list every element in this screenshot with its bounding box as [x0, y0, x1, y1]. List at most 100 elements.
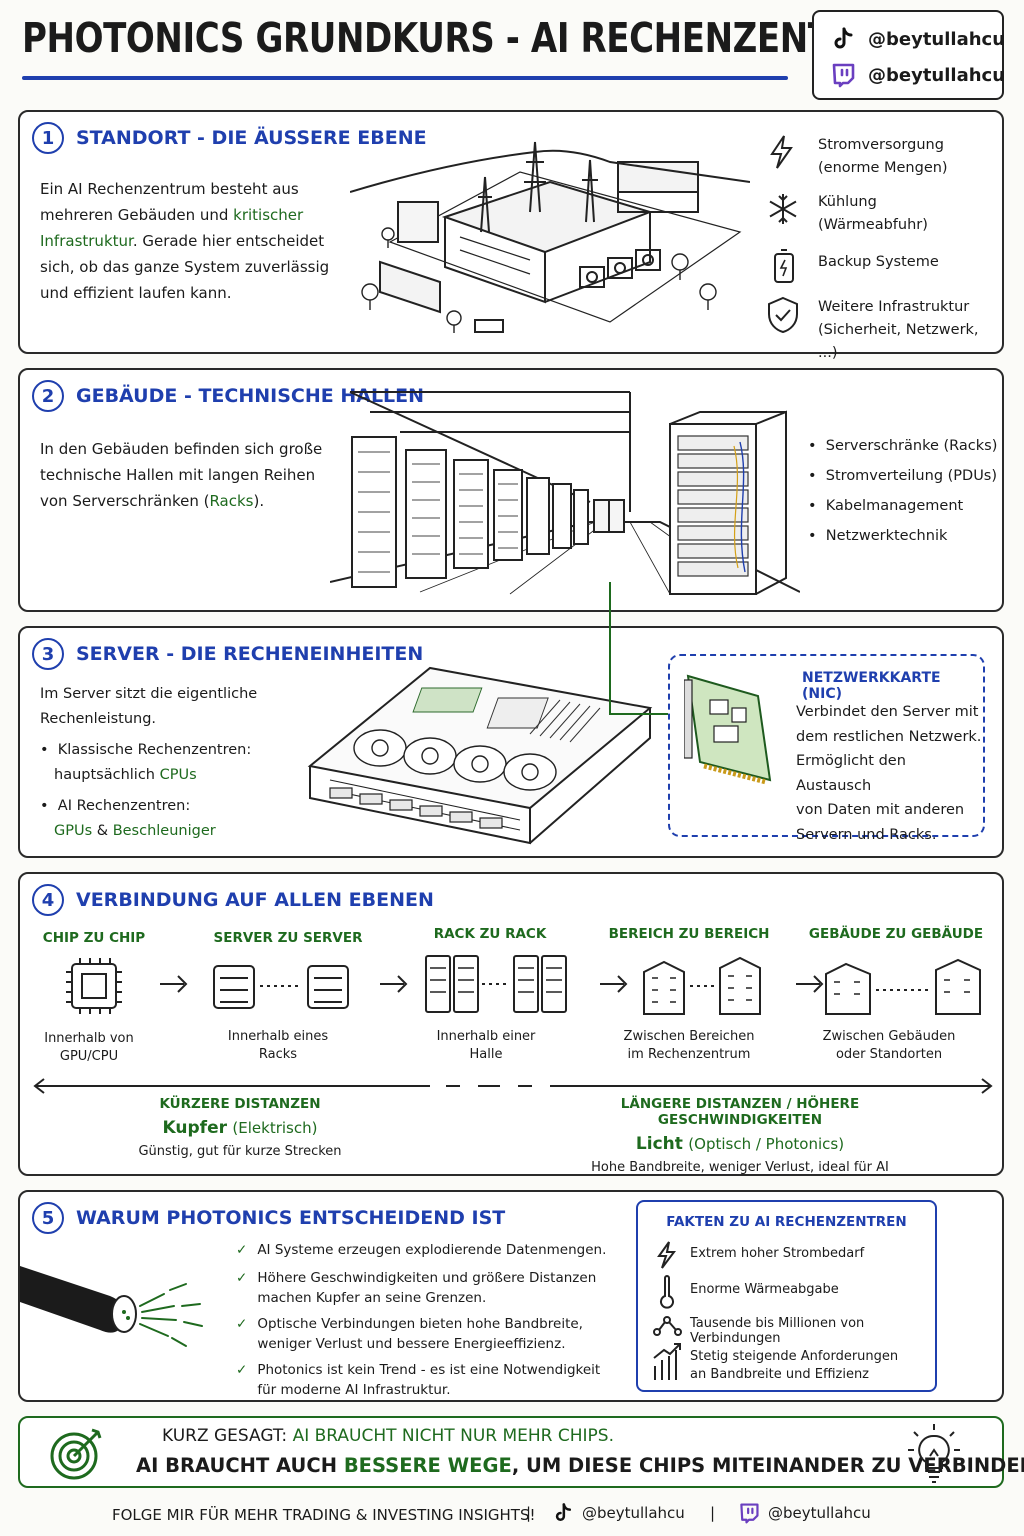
- footer: FOLGE MIR FÜR MEHR TRADING & INVESTING I…: [0, 1500, 1024, 1532]
- section-number: 5: [32, 1202, 64, 1234]
- reason-item: ✓Höhere Geschwindigkeiten und größere Di…: [236, 1270, 597, 1306]
- fact-item: Tausende bis Millionen von Verbindungen: [690, 1316, 865, 1346]
- page-title: PHOTONICS GRUNDKURS - AI RECHENZENTREN: [22, 14, 908, 62]
- lightning-icon: [657, 1241, 676, 1269]
- section-1-text: Ein AI Rechenzentrum besteht aus mehrere…: [40, 176, 329, 306]
- text-line: Ein AI Rechenzentrum besteht aus: [40, 180, 299, 198]
- footer-twitch[interactable]: @beytullahcu: [738, 1502, 871, 1524]
- conclusion-box: KURZ GESAGT: AI BRAUCHT NICHT NUR MEHR C…: [18, 1416, 1024, 1488]
- section-1-heading: 1 STANDORT - DIE ÄUSSERE EBENE: [32, 122, 427, 154]
- infrastructure-item: [766, 296, 800, 338]
- conclusion-line-2: AI BRAUCHT AUCH BESSERE WEGE, UM DIESE C…: [136, 1454, 1024, 1477]
- section-2-text: In den Gebäuden befinden sich große tech…: [40, 436, 322, 514]
- section-gebaeude: 2 GEBÄUDE - TECHNISCHE HALLEN In den Geb…: [18, 368, 1004, 612]
- bullet-classic: • Klassische Rechenzentren:: [40, 742, 252, 758]
- nic-info-box: NETZWERKKARTE (NIC) Verbindet den Server…: [668, 654, 985, 843]
- check-icon: ✓: [236, 1362, 248, 1378]
- reason-item: ✓Photonics ist kein Trend - es ist eine …: [236, 1362, 601, 1398]
- check-icon: ✓: [236, 1270, 248, 1286]
- bullet-ai: • AI Rechenzentren:: [40, 798, 191, 814]
- text-line: hauptsächlich CPUs: [54, 767, 197, 783]
- social-box: @beytullahcu @beytullahcu: [812, 10, 1005, 100]
- distance-arrow: [33, 1078, 993, 1094]
- section-verbindung: 4 VERBINDUNG AUF ALLEN EBENEN CHIP ZU CH…: [18, 872, 1004, 1176]
- text-line: Infrastruktur. Gerade hier entscheidet: [40, 232, 325, 250]
- text-line: Rechenleistung.: [40, 711, 157, 727]
- snowflake-icon: [769, 194, 797, 224]
- social-twitch[interactable]: @beytullahcu: [830, 62, 1005, 88]
- infrastructure-item: [766, 192, 800, 230]
- target-icon: [50, 1428, 102, 1480]
- bullet-item: • Kabelmanagement: [808, 498, 964, 514]
- lightning-icon: [770, 135, 793, 169]
- section-standort: 1 STANDORT - DIE ÄUSSERE EBENE Ein AI Re…: [18, 110, 1004, 361]
- footer-divider: |: [710, 1504, 716, 1522]
- lightbulb-icon: [908, 1424, 960, 1483]
- section-number: 4: [32, 884, 64, 916]
- reason-item: ✓Optische Verbindungen bieten hohe Bandb…: [236, 1316, 583, 1352]
- twitch-handle: @beytullahcu: [768, 1504, 871, 1522]
- text-line: von Serverschränken (Racks).: [40, 492, 265, 510]
- text-line: sich, ob das ganze System zuverlässig: [40, 258, 330, 276]
- tiktok-icon: [555, 1503, 572, 1522]
- level-label: RACK ZU RACK: [433, 926, 547, 942]
- fact-item: Extrem hoher Strombedarf: [690, 1246, 865, 1261]
- text-line: technische Hallen mit langen Reihen: [40, 466, 316, 484]
- server-illustration: [307, 666, 653, 845]
- social-tiktok[interactable]: @beytullahcu: [830, 26, 1005, 52]
- text-line: Im Server sitzt die eigentliche: [40, 686, 258, 702]
- title-underline: [22, 76, 788, 80]
- text-line: mehreren Gebäuden und kritischer: [40, 206, 304, 224]
- bullet-item: • Stromverteilung (PDUs): [808, 468, 998, 484]
- footer-tiktok[interactable]: @beytullahcu: [552, 1502, 685, 1524]
- twitch-handle: @beytullahcu: [868, 64, 1006, 86]
- thermometer-icon: [660, 1275, 674, 1309]
- short-distance-block: KÜRZERE DISTANZEN Kupfer (Elektrisch) Gü…: [138, 1096, 342, 1159]
- datacenter-campus-illustration: [350, 141, 750, 333]
- check-icon: ✓: [236, 1242, 248, 1258]
- battery-icon: [774, 249, 794, 283]
- check-icon: ✓: [236, 1316, 248, 1332]
- fact-item: Enorme Wärmeabgabe: [690, 1282, 839, 1297]
- level-label: CHIP ZU CHIP: [42, 930, 146, 946]
- section-3-heading: 3 SERVER - DIE RECHENEINHEITEN: [32, 638, 423, 670]
- infrastructure-item: [766, 134, 796, 174]
- conclusion-line-1: KURZ GESAGT: AI BRAUCHT NICHT NUR MEHR C…: [162, 1426, 614, 1446]
- facts-box: FAKTEN ZU AI RECHENZENTREN Extrem hoher …: [636, 1200, 937, 1392]
- tiktok-icon: [834, 27, 853, 49]
- text-line: und effizient laufen kann.: [40, 284, 232, 302]
- long-distance-block: LÄNGERE DISTANZEN / HÖHERE GESCHWINDIGKE…: [591, 1096, 889, 1175]
- fiber-cable-illustration: [20, 1266, 203, 1347]
- section-number: 2: [32, 380, 64, 412]
- section-title: WARUM PHOTONICS ENTSCHEIDEND IST: [76, 1207, 506, 1229]
- footer-text: FOLGE MIR FÜR MEHR TRADING & INVESTING I…: [112, 1506, 536, 1524]
- connection-levels-icons: [66, 955, 981, 1015]
- bullet-item: • Netzwerktechnik: [808, 528, 948, 544]
- network-icon: [653, 1316, 682, 1336]
- infrastructure-item-text: Backup Systeme: [818, 254, 939, 270]
- level-label: SERVER ZU SERVER: [213, 930, 363, 946]
- infrastructure-item-text: Kühlung(Wärmeabfuhr): [818, 194, 928, 233]
- infrastructure-item: [772, 248, 796, 288]
- section-title: GEBÄUDE - TECHNISCHE HALLEN: [76, 385, 425, 407]
- twitch-icon: [832, 63, 855, 88]
- level-label: GEBÄUDE ZU GEBÄUDE: [808, 926, 984, 942]
- footer-divider: |: [526, 1504, 532, 1522]
- infrastructure-item-text: Stromversorgung(enorme Mengen): [818, 137, 948, 176]
- section-5-heading: 5 WARUM PHOTONICS ENTSCHEIDEND IST: [32, 1202, 505, 1234]
- nic-title: NETZWERKKARTE (NIC): [802, 670, 941, 702]
- tiktok-handle: @beytullahcu: [582, 1504, 685, 1522]
- twitch-icon: [740, 1503, 759, 1524]
- server-hall-illustration: [330, 391, 800, 595]
- reasons-list: ✓AI Systeme erzeugen explodierende Daten…: [236, 1240, 606, 1400]
- growth-chart-icon: [653, 1343, 681, 1380]
- level-label: BEREICH ZU BEREICH: [608, 926, 770, 942]
- section-title: STANDORT - DIE ÄUSSERE EBENE: [76, 127, 427, 149]
